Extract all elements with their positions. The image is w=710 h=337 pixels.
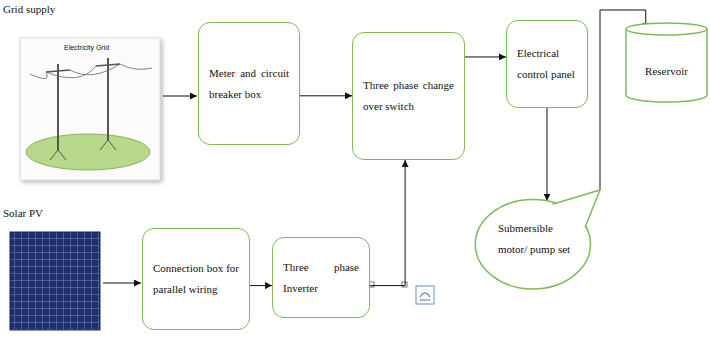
- node-text: Submersible motor/ pump set: [498, 218, 572, 260]
- process-box: Meter and circuit breaker box: [198, 22, 300, 145]
- cylinder-top: [626, 23, 707, 35]
- cylinder-body: [626, 29, 707, 102]
- pump-bubble: Submersible motor/ pump set: [474, 187, 602, 291]
- shape-outline: [625, 22, 708, 102]
- layout-icon: [416, 286, 434, 304]
- section-label: Grid supply: [3, 3, 55, 15]
- process-box: Electrical control panel: [506, 20, 588, 108]
- node-text: Three phase change over switch: [363, 75, 454, 117]
- process-box: Connection box for parallel wiring: [142, 228, 250, 330]
- node-text: Electrical control panel: [517, 43, 577, 85]
- reservoir-cylinder: Reservoir: [625, 22, 708, 102]
- shape-outline: [474, 187, 602, 291]
- handle-square: [402, 282, 407, 287]
- illustration-caption: Electricity Grid: [64, 44, 109, 51]
- flow-arrow: [465, 56, 506, 57]
- supply-arrow: [163, 96, 197, 97]
- section-label: Solar PV: [3, 207, 43, 219]
- bubble-tail: [553, 190, 600, 227]
- node-text: Reservoir: [633, 61, 700, 82]
- node-text: Meter and circuit breaker box: [209, 63, 289, 105]
- process-box: Three phase change over switch: [352, 32, 465, 160]
- grid-illustration: [20, 38, 160, 180]
- flow-arrow: [370, 160, 405, 286]
- node-text: Connection box for parallel wiring: [153, 258, 239, 300]
- supply-arrow: [103, 283, 141, 284]
- flow-arrow: [547, 108, 548, 201]
- process-box: Three phase Inverter: [272, 237, 370, 318]
- flow-arrow: [300, 95, 352, 96]
- solar-panel: [10, 232, 100, 330]
- flow-arrow: [250, 285, 272, 286]
- node-text: Three phase Inverter: [283, 257, 359, 299]
